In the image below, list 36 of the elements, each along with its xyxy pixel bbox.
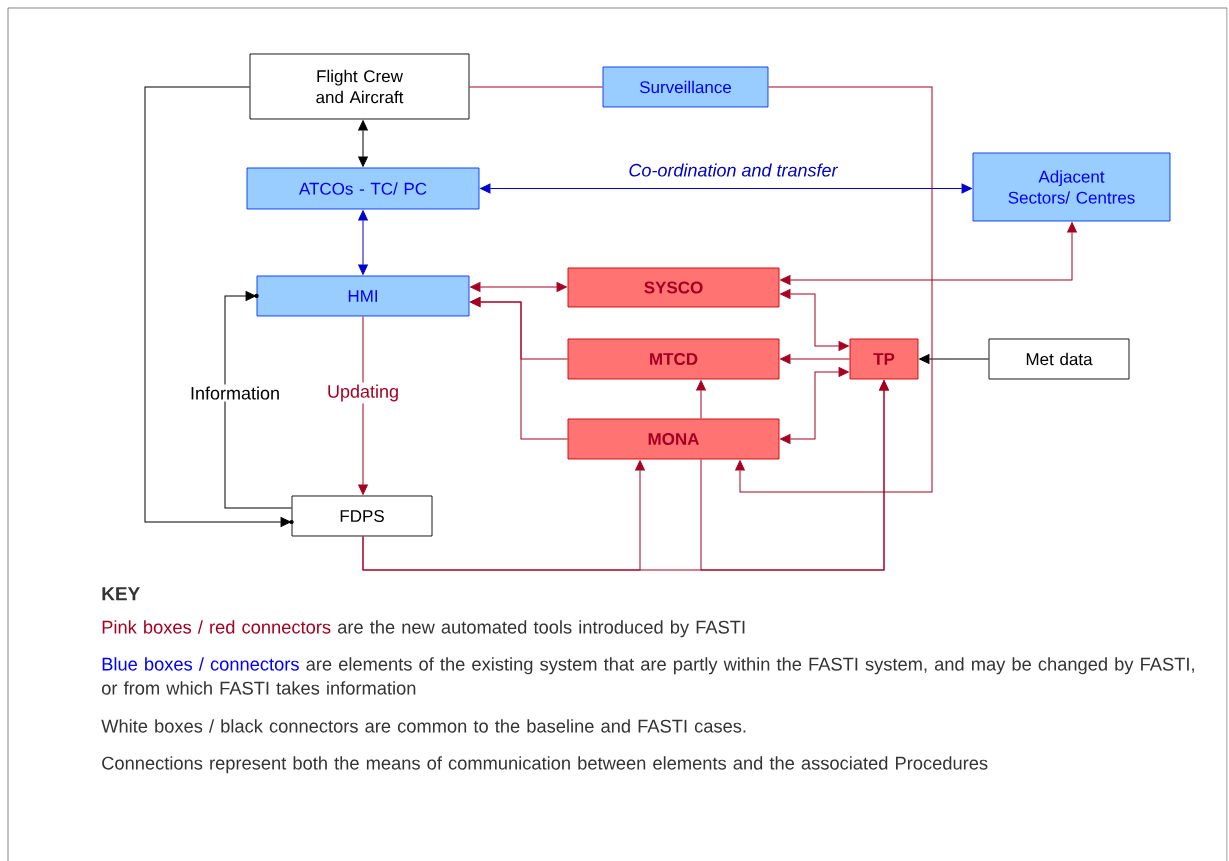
- system-box: Met data: [988, 338, 1130, 380]
- connector: [696, 380, 706, 420]
- edge-label: Updating: [325, 382, 402, 404]
- tool-box: TP: [849, 338, 919, 380]
- system-box: Surveillance: [602, 66, 769, 108]
- tool-box: SYSCO: [567, 267, 780, 308]
- key-text: Blue boxes / connectors are elements of the existing system that are partly within the FASTI system, and may be changed by FASTI, or from which FASTI takes information: [102, 657, 1194, 695]
- key-text: White boxes / black connectors are common to the baseline and FASTI cases.: [101, 719, 746, 733]
- connector: [358, 210, 368, 275]
- connector: [144, 86, 294, 527]
- connector: [780, 367, 849, 444]
- connector: [358, 315, 368, 495]
- system-box: FDPS: [291, 495, 433, 537]
- connector: [780, 222, 1077, 285]
- system-box: Adjacent Sectors/ Centres: [972, 152, 1171, 222]
- connector: [780, 354, 851, 364]
- system-box: Flight Crew and Aircraft: [249, 53, 470, 120]
- connector: [735, 86, 933, 493]
- connector: [470, 297, 569, 440]
- connector: [700, 380, 889, 571]
- key-heading: KEY: [102, 587, 140, 601]
- tool-box: MTCD: [567, 338, 780, 380]
- tool-box: MONA: [567, 418, 780, 460]
- system-box: ATCOs - TC/ PC: [246, 167, 480, 210]
- connector: [358, 120, 368, 167]
- connector: [780, 289, 849, 351]
- connector: [468, 86, 604, 88]
- key-text: Pink boxes / red connectors are the new automated tools introduced by FASTI: [102, 620, 745, 638]
- edge-label: Information: [188, 384, 283, 402]
- connector: [480, 183, 972, 194]
- connector: [224, 291, 293, 509]
- edge-label: Co-ordination and transfer: [626, 161, 840, 179]
- connector: [470, 282, 567, 292]
- system-box: HMI: [256, 275, 470, 317]
- connector: [919, 354, 990, 364]
- key-text: Connections represent both the means of communication between elements and the associated Procedures: [102, 756, 988, 774]
